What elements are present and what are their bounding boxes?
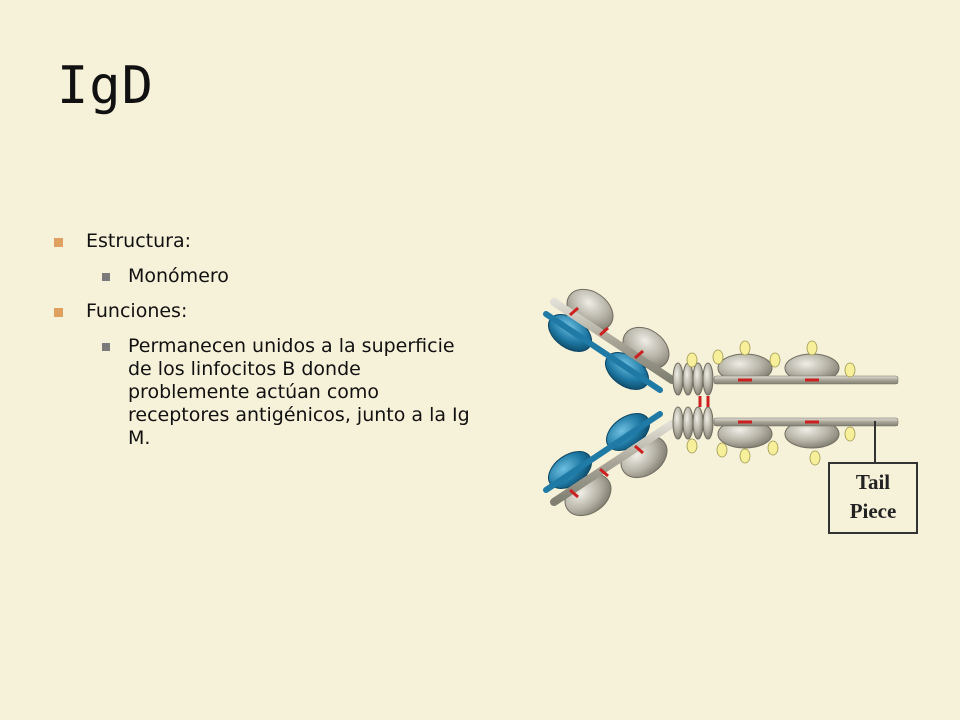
bullet-permanecen: Permanecen unidos a la superficie de los… bbox=[50, 335, 470, 450]
upper-fab-arm bbox=[543, 288, 676, 393]
tail-piece-label: Tail Piece bbox=[828, 462, 918, 534]
disulfide-bond bbox=[634, 444, 644, 455]
disulfide-bond bbox=[569, 488, 579, 499]
sugar bbox=[769, 352, 781, 368]
sugar bbox=[739, 448, 751, 464]
bullet-monomero: Monómero bbox=[50, 265, 470, 288]
sugar bbox=[716, 442, 728, 458]
disulfide-bond bbox=[599, 326, 609, 337]
sugar bbox=[739, 340, 751, 356]
slide-title: IgD bbox=[57, 56, 154, 116]
sugar bbox=[712, 349, 724, 365]
sugar bbox=[844, 362, 856, 378]
fc-upper-chain bbox=[686, 340, 899, 385]
bullet-list: Estructura: Monómero Funciones: Permanec… bbox=[50, 230, 470, 462]
sugar bbox=[686, 352, 698, 368]
sugar bbox=[686, 438, 698, 454]
fc-lower-chain bbox=[686, 417, 899, 466]
sugar bbox=[767, 440, 779, 456]
sugar bbox=[844, 426, 856, 442]
bullet-estructura: Estructura: bbox=[50, 230, 470, 253]
disulfide-bond bbox=[599, 467, 609, 478]
igd-antibody-diagram bbox=[543, 288, 899, 517]
sugar bbox=[806, 340, 818, 356]
disulfide-bond bbox=[634, 349, 644, 360]
disulfide-bond bbox=[569, 306, 579, 317]
hinge-region bbox=[672, 362, 714, 440]
bullet-funciones: Funciones: bbox=[50, 300, 470, 323]
lower-fab-arm bbox=[543, 411, 676, 517]
sugar bbox=[809, 450, 821, 466]
